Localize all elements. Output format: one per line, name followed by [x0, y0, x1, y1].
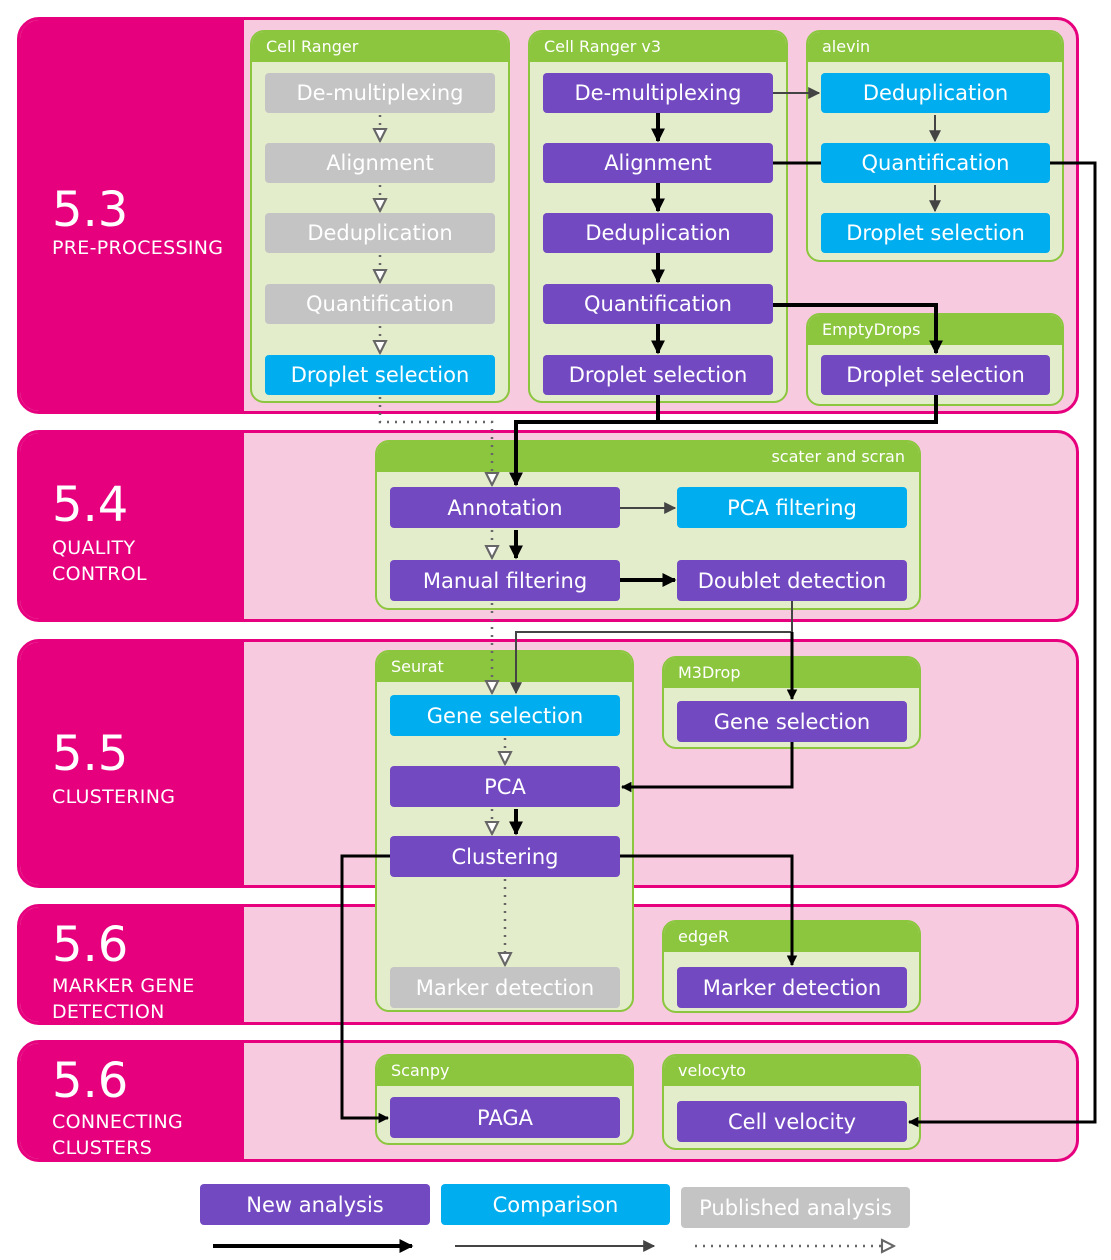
cellranger-v3-arrows	[509, 113, 943, 487]
section-name: PRE-PROCESSING	[52, 237, 224, 259]
clustering-to-edger-arrow	[620, 854, 798, 967]
tool-title: Cell Ranger v3	[530, 32, 786, 62]
section-name: CONNECTING CLUSTERS	[52, 1111, 184, 1159]
step-marker-detection: Marker detection	[677, 967, 907, 1008]
section-label: 5.6 CONNECTING CLUSTERS	[20, 1043, 244, 1159]
step-deduplication: Deduplication	[265, 213, 495, 253]
alevin-arrows	[773, 87, 941, 213]
section-number: 5.6	[52, 917, 129, 973]
step-gene-selection: Gene selection	[390, 695, 620, 736]
section-name: QUALITY CONTROL	[52, 537, 147, 585]
cellranger-dotted-arrows	[380, 115, 505, 965]
step-droplet-selection: Droplet selection	[821, 355, 1050, 395]
step-quantification: Quantification	[265, 284, 495, 324]
section-name: CLUSTERING	[52, 786, 176, 808]
step-quantification: Quantification	[543, 284, 773, 324]
step-alignment: Alignment	[265, 143, 495, 183]
step-cell-velocity: Cell velocity	[677, 1101, 907, 1142]
section-label: 5.4 QUALITY CONTROL	[20, 433, 244, 619]
section-label: 5.5 CLUSTERING	[20, 642, 244, 885]
step-marker-detection: Marker detection	[390, 967, 620, 1008]
step-clustering: Clustering	[390, 836, 620, 877]
legend-published-analysis: Published analysis	[681, 1187, 910, 1228]
section-number: 5.5	[52, 726, 129, 782]
step-demultiplexing: De-multiplexing	[265, 73, 495, 113]
tool-title: velocyto	[664, 1056, 919, 1086]
section-label: 5.6 MARKER GENE DETECTION	[20, 907, 244, 1023]
tool-title: alevin	[808, 32, 1062, 62]
step-manual-filtering: Manual filtering	[390, 560, 620, 601]
tool-title: edgeR	[664, 922, 919, 952]
section-number: 5.3	[52, 182, 129, 238]
velocity-arrow	[907, 161, 1097, 1128]
tool-title: scater and scran	[377, 442, 919, 472]
tool-title: Seurat	[377, 652, 632, 682]
step-pca: PCA	[390, 766, 620, 807]
section-number: 5.4	[52, 477, 129, 533]
step-gene-selection: Gene selection	[677, 701, 907, 742]
section-label: 5.3 PRE-PROCESSING	[20, 20, 244, 411]
step-demultiplexing: De-multiplexing	[543, 73, 773, 113]
tool-title: Cell Ranger	[252, 32, 508, 62]
step-paga: PAGA	[390, 1097, 620, 1138]
clustering-to-paga-arrow	[340, 854, 390, 1124]
step-droplet-selection: Droplet selection	[543, 355, 773, 395]
step-alignment: Alignment	[543, 143, 773, 183]
step-droplet-selection: Droplet selection	[821, 213, 1050, 253]
section-number: 5.6	[52, 1053, 129, 1109]
step-deduplication: Deduplication	[543, 213, 773, 253]
legend-comparison: Comparison	[441, 1184, 670, 1225]
section-name: MARKER GENE DETECTION	[52, 975, 195, 1023]
step-deduplication: Deduplication	[821, 73, 1050, 113]
doublet-arrows	[510, 601, 798, 701]
legend-new-analysis: New analysis	[200, 1184, 430, 1225]
step-droplet-selection: Droplet selection	[265, 355, 495, 395]
step-doublet-detection: Doublet detection	[677, 560, 907, 601]
m3drop-to-pca-arrow	[620, 742, 794, 793]
tool-title: Scanpy	[377, 1056, 632, 1086]
step-pca-filtering: PCA filtering	[677, 487, 907, 528]
step-quantification: Quantification	[821, 143, 1050, 183]
step-annotation: Annotation	[390, 487, 620, 528]
